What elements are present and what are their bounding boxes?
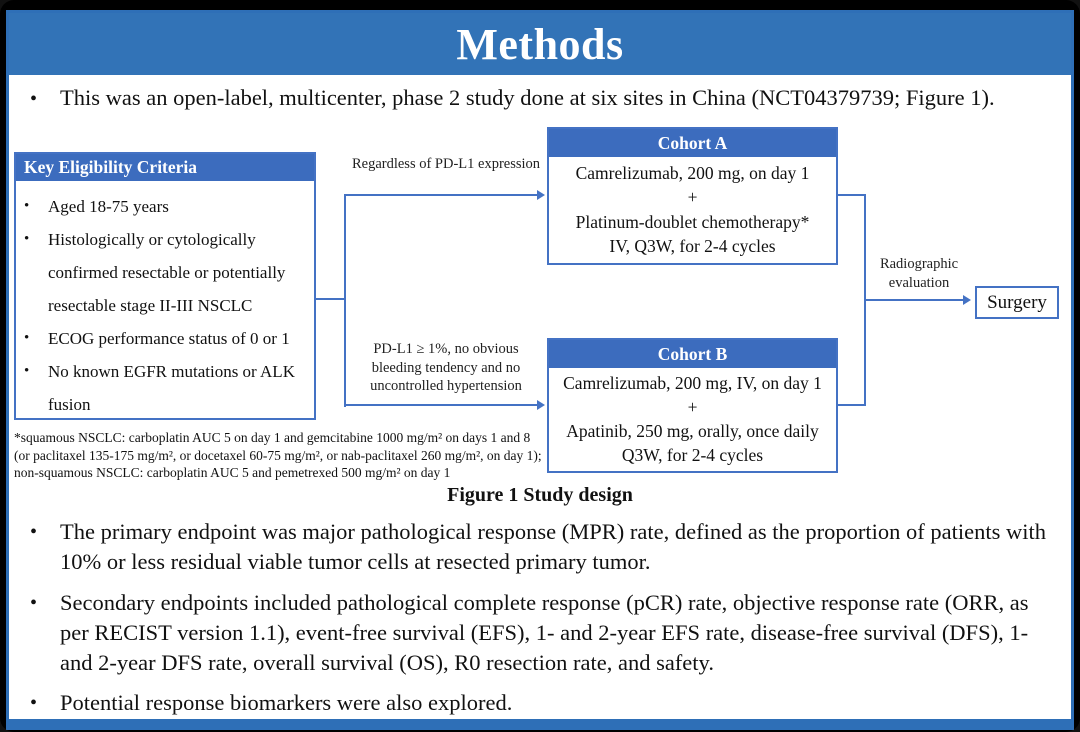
connector-elig-to-branch <box>316 298 346 300</box>
bullet-icon: • <box>30 592 38 614</box>
cohort-a-line: Camrelizumab, 200 mg, on day 1 <box>575 162 810 183</box>
page-title: Methods <box>456 19 624 69</box>
connector-to-surgery <box>866 299 964 301</box>
connector-merge-vertical <box>864 194 866 406</box>
cohort-b-line: Camrelizumab, 200 mg, IV, on day 1 <box>563 373 822 393</box>
intro-text: This was an open-label, multicenter, pha… <box>60 85 995 110</box>
cohort-a-line: IV, Q3W, for 2-4 cycles <box>609 236 776 257</box>
bullet-icon: • <box>24 363 30 379</box>
endpoint-bullet-primary: • The primary endpoint was major patholo… <box>30 517 1062 577</box>
eligibility-item: • ECOG performance status of 0 or 1 <box>22 322 312 355</box>
chemotherapy-footnote: *squamous NSCLC: carboplatin AUC 5 on da… <box>14 430 542 480</box>
bullet-text: Secondary endpoints included pathologica… <box>60 590 1029 675</box>
title-banner: Methods <box>9 13 1071 75</box>
connector-to-cohort-a <box>344 194 538 196</box>
bullet-text: The primary endpoint was major pathologi… <box>60 519 1047 574</box>
radiographic-evaluation-label: Radiographic evaluation <box>879 256 959 291</box>
cohort-a-header: Cohort A <box>549 129 836 157</box>
surgery-box: Surgery <box>975 286 1059 319</box>
intro-bullet: • This was an open-label, multicenter, p… <box>30 84 1060 114</box>
bullet-icon: • <box>30 692 38 714</box>
eligibility-body: • Aged 18-75 years • Histologically or c… <box>16 181 314 421</box>
bullet-icon: • <box>24 198 30 214</box>
bullet-icon: • <box>30 521 38 543</box>
connector-to-cohort-b <box>344 404 538 406</box>
cohort-b-body: Camrelizumab, 200 mg, IV, on day 1 + Apa… <box>549 368 836 471</box>
cohort-a-body: Camrelizumab, 200 mg, on day 1 + Platinu… <box>549 157 836 263</box>
connector-cohort-b-out <box>838 404 866 406</box>
endpoint-bullet-secondary: • Secondary endpoints included pathologi… <box>30 588 1062 678</box>
arrowhead-cohort-a-icon <box>537 190 545 200</box>
connector-cohort-a-out <box>838 194 866 196</box>
eligibility-item: • Histologically or cytologically confir… <box>22 223 312 322</box>
bullet-text: Potential response biomarkers were also … <box>60 690 513 715</box>
eligibility-item-text: ECOG performance status of 0 or 1 <box>48 329 290 348</box>
arrowhead-surgery-icon <box>963 295 971 305</box>
bullet-icon: • <box>30 88 38 110</box>
plus-icon: + <box>687 397 698 417</box>
eligibility-item-text: Histologically or cytologically confirme… <box>48 230 286 315</box>
cohort-a-line: Platinum-doublet chemotherapy* <box>575 211 810 232</box>
eligibility-item: • Aged 18-75 years <box>22 190 312 223</box>
biomarkers-bullet: • Potential response biomarkers were als… <box>30 688 1062 718</box>
cohort-a-box: Cohort A Camrelizumab, 200 mg, on day 1 … <box>547 127 838 265</box>
cohort-b-box: Cohort B Camrelizumab, 200 mg, IV, on da… <box>547 338 838 473</box>
cohort-b-header: Cohort B <box>549 340 836 368</box>
branch-label-top: Regardless of PD-L1 expression <box>351 156 541 172</box>
bullet-icon: • <box>24 231 30 247</box>
connector-branch-vertical <box>344 195 346 407</box>
cohort-b-line: Apatinib, 250 mg, orally, once daily <box>566 421 819 441</box>
plus-icon: + <box>687 187 698 208</box>
eligibility-item-text: Aged 18-75 years <box>48 197 169 216</box>
arrowhead-cohort-b-icon <box>537 400 545 410</box>
figure-caption: Figure 1 Study design <box>447 484 633 506</box>
cohort-b-line: Q3W, for 2-4 cycles <box>621 445 764 465</box>
eligibility-header: Key Eligibility Criteria <box>16 154 314 181</box>
eligibility-item: • No known EGFR mutations or ALK fusion <box>22 355 312 421</box>
bullet-icon: • <box>24 330 30 346</box>
eligibility-item-text: No known EGFR mutations or ALK fusion <box>48 362 295 414</box>
eligibility-box: Key Eligibility Criteria • Aged 18-75 ye… <box>14 152 316 420</box>
branch-label-bottom: PD-L1 ≥ 1%, no obvious bleeding tendency… <box>370 341 522 394</box>
